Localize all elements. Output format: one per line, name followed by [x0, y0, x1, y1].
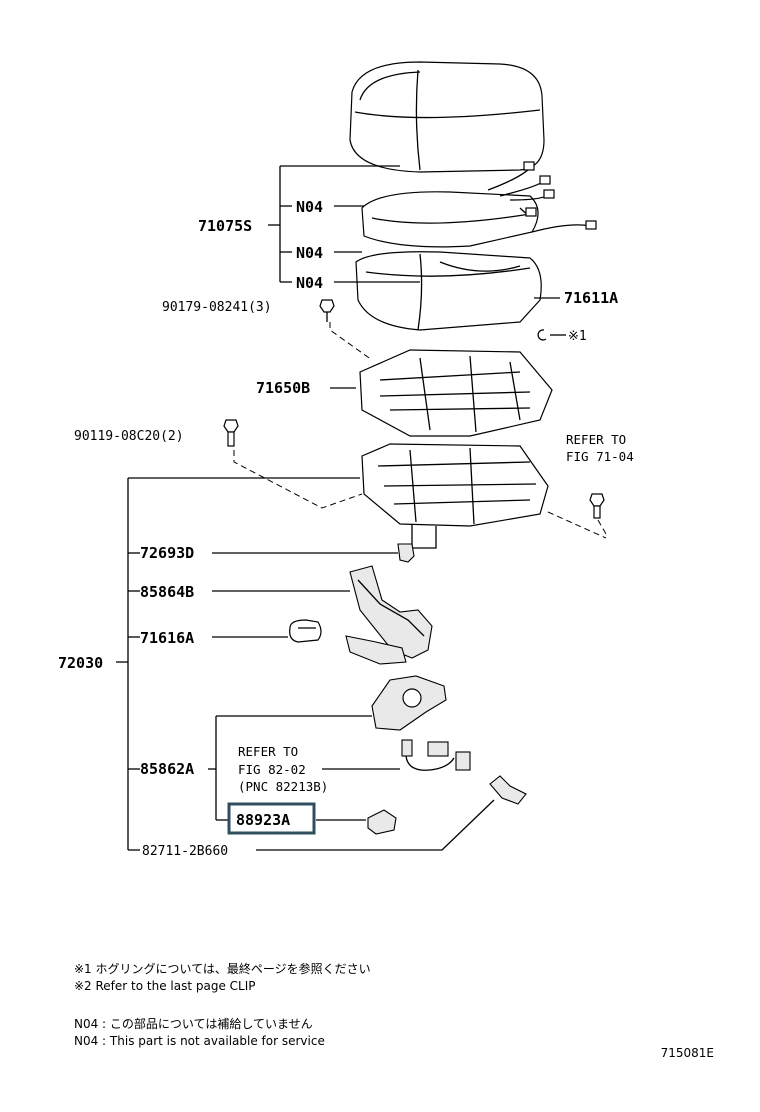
- leader-lines: [116, 165, 566, 851]
- ref-fig82-line3: (PNC 82213B): [238, 779, 328, 794]
- label-88923A[interactable]: 88923A: [236, 811, 290, 829]
- part-88923A-illustration: [367, 809, 397, 835]
- label-72030[interactable]: 72030: [58, 654, 103, 672]
- switch-85862A-illustration: [371, 675, 447, 731]
- ref-fig71-line2[interactable]: FIG 71-04: [566, 449, 634, 464]
- label-72693D[interactable]: 72693D: [140, 544, 194, 562]
- ref-fig82-line1: REFER TO: [238, 744, 298, 759]
- label-71611A[interactable]: 71611A: [564, 289, 618, 307]
- note-n04-jp: N04 : この部品については補給していません: [74, 1017, 313, 1031]
- bolt-90119-illustration: [223, 419, 239, 447]
- clip-82711-illustration: [489, 775, 527, 805]
- label-hog-ring[interactable]: ※1: [568, 329, 587, 344]
- clip-72693D-illustration: [397, 543, 415, 563]
- label-n04-c[interactable]: N04: [296, 274, 323, 292]
- label-90119[interactable]: 90119-08C20(2): [74, 429, 184, 444]
- note-n04-en: N04 : This part is not available for ser…: [74, 1034, 325, 1048]
- bolt-90179-illustration: [319, 299, 335, 322]
- bolt-71-04-illustration: [589, 493, 605, 519]
- label-85862A[interactable]: 85862A: [140, 760, 194, 778]
- assembly-dashed-lines: [233, 322, 607, 539]
- label-85864B[interactable]: 85864B: [140, 583, 194, 601]
- highlight-box: [227, 802, 316, 835]
- note-hog-ring-jp: ※1 ホグリングについては、最終ページを参照ください: [74, 962, 371, 976]
- hog-ring-illustration: [537, 329, 547, 341]
- ref-fig71-line1: REFER TO: [566, 432, 626, 447]
- note-clip-en: ※2 Refer to the last page CLIP: [74, 979, 256, 993]
- n04-cover-illustration: [361, 161, 597, 248]
- label-71616A[interactable]: 71616A: [140, 629, 194, 647]
- label-n04-b[interactable]: N04: [296, 244, 323, 262]
- harness-85864B-illustration: [345, 565, 433, 665]
- label-n04-a[interactable]: N04: [296, 198, 323, 216]
- seat-frame-illustration: [361, 443, 549, 549]
- harness-fig82-illustration: [401, 739, 471, 771]
- seat-cover-illustration: [349, 61, 545, 173]
- seat-pad-illustration: [355, 251, 542, 331]
- label-71075S[interactable]: 71075S: [198, 217, 252, 235]
- label-90179[interactable]: 90179-08241(3): [162, 300, 272, 315]
- label-82711[interactable]: 82711-2B660: [142, 844, 228, 859]
- spring-illustration: [359, 349, 553, 437]
- diagram-code: 715081E: [660, 1046, 714, 1060]
- label-71650B[interactable]: 71650B: [256, 379, 310, 397]
- pad-71616A-illustration: [289, 619, 322, 643]
- ref-fig82-line2[interactable]: FIG 82-02: [238, 762, 306, 777]
